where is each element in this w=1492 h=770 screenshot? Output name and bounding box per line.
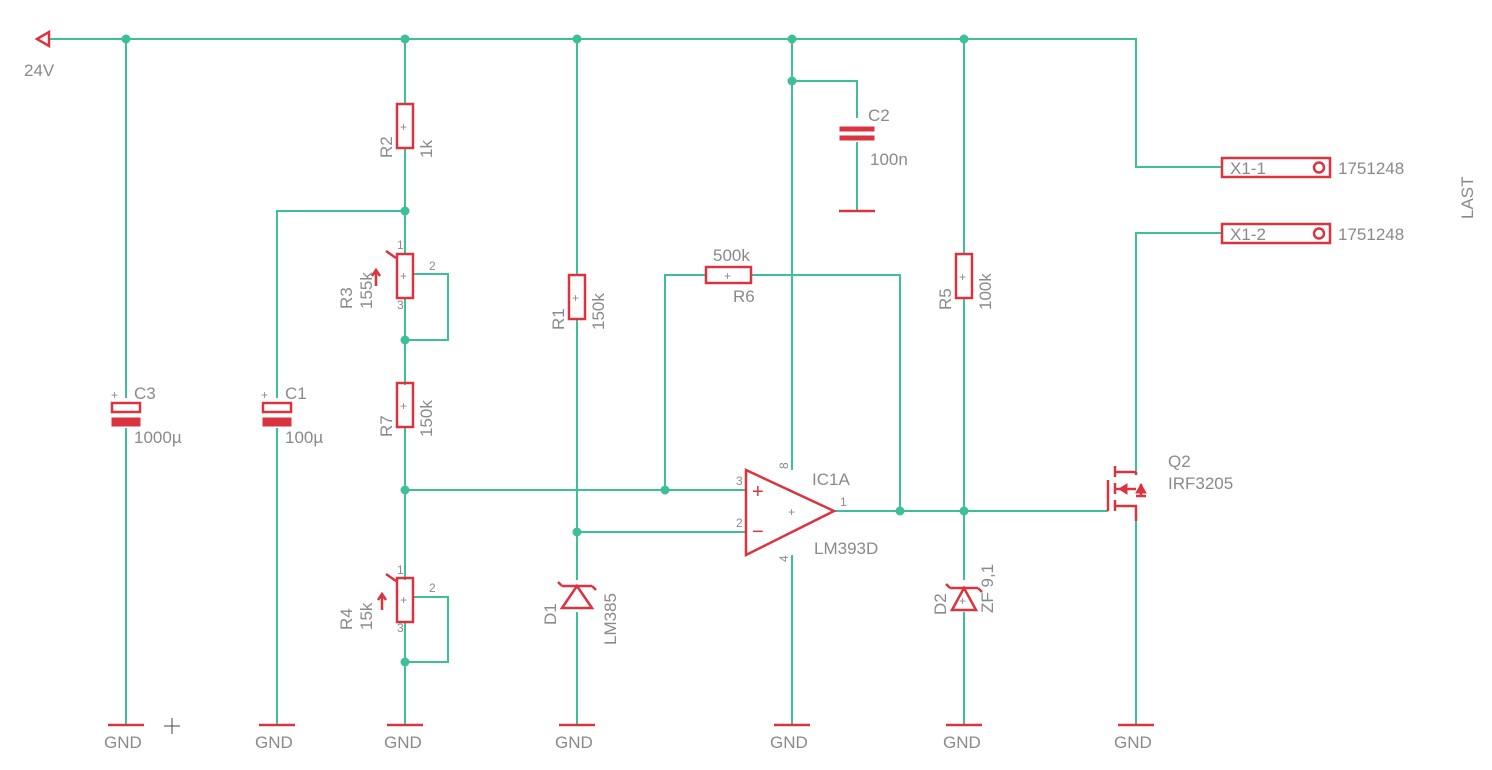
cursor-crosshair-icon [164,718,180,734]
svg-text:+: + [724,269,731,283]
potentiometer-r3[interactable]: + 1 2 3 R3 155k [337,238,436,312]
ic-pin-in-plus: 3 [736,474,743,488]
d2-value: ZF 9,1 [978,564,997,613]
svg-text:+: + [959,594,966,608]
svg-text:+: + [400,593,407,607]
svg-text:+: + [959,270,966,284]
d2-ref: D2 [931,593,950,615]
gnd-symbol-d2: GND [943,723,982,752]
gnd-label: GND [1114,733,1152,752]
svg-text:+: + [400,120,407,134]
zener-diode-d2[interactable]: + D2 ZF 9,1 [931,564,997,615]
r4-ref: R4 [337,608,356,630]
gnd-label: GND [943,733,981,752]
r3-pin-3: 3 [397,298,404,312]
d1-value: LM385 [601,593,620,645]
connector-x1-2[interactable]: X1-2 1751248 [1220,222,1404,245]
comparator-ic1a[interactable]: + − + 3 2 1 8 4 IC1A LM393D [736,462,878,562]
r6-value: 500k [713,246,750,265]
wires [48,38,1222,725]
r3-pin-2: 2 [429,259,436,273]
r5-value: 100k [976,273,995,310]
gnd-symbol-d1: GND [555,723,595,752]
x1-2-ref: X1-2 [1230,225,1266,244]
q2-value: IRF3205 [1168,474,1233,493]
r4-value: 15k [357,602,376,630]
x1-1-ref: X1-1 [1230,159,1266,178]
c1-value: 100µ [285,428,323,447]
gnd-symbol-q2: GND [1114,723,1154,752]
mosfet-q2[interactable]: Q2 IRF3205 [1106,452,1233,521]
supply-label: 24V [24,61,55,80]
c3-ref: C3 [134,384,156,403]
potentiometer-r4[interactable]: + 1 2 3 R4 15k [337,563,436,635]
resistor-r1[interactable]: + R1 150k [549,273,608,330]
resistor-r2[interactable]: + R2 1k [377,102,436,158]
r7-ref: R7 [377,415,396,437]
gnd-symbol-c3: GND [104,723,144,752]
r2-value: 1k [417,140,436,158]
connector-x1-1[interactable]: X1-1 1751248 [1220,156,1404,179]
ic-value: LM393D [814,539,878,558]
ic-minus-sign: − [752,521,764,543]
r3-ref: R3 [337,287,356,309]
r6-ref: R6 [733,287,755,306]
resistor-r5[interactable]: + R5 100k [936,252,995,310]
diode-d1[interactable]: D1 LM385 [541,581,620,645]
ground-symbols: GND GND GND GND GND GND GND [104,209,1154,752]
r1-ref: R1 [549,308,568,330]
capacitor-c2[interactable]: C2 100n [839,106,908,169]
c2-ref: C2 [868,106,890,125]
ic-plus-sign: + [752,481,764,503]
gnd-label: GND [104,733,142,752]
svg-text:+: + [261,388,268,402]
svg-text:+: + [400,399,407,413]
r5-ref: R5 [936,288,955,310]
r4-pin-2: 2 [429,581,436,595]
x1-2-value: 1751248 [1338,225,1404,244]
load-label: LAST [1458,176,1477,219]
ic-pin-gnd: 4 [777,555,791,562]
gnd-label: GND [555,733,593,752]
r7-value: 150k [417,400,436,437]
q2-ref: Q2 [1168,452,1191,471]
svg-text:+: + [111,388,118,402]
ic-pin-in-minus: 2 [736,516,743,530]
ic-ref: IC1A [812,470,850,489]
resistor-r7[interactable]: + R7 150k [377,381,436,437]
r1-value: 150k [589,293,608,330]
ic-pin-vcc: 8 [777,462,791,469]
r3-pin-1: 1 [397,238,404,252]
capacitor-c1[interactable]: + C1 100µ [261,384,323,447]
r3-value: 155k [357,272,376,309]
d1-ref: D1 [541,603,560,625]
gnd-symbol-ic: GND [770,723,810,752]
gnd-label: GND [770,733,808,752]
c1-ref: C1 [285,384,307,403]
c3-value: 1000µ [134,428,182,447]
gnd-label: GND [384,733,422,752]
svg-text:+: + [400,269,407,283]
svg-text:+: + [572,291,579,305]
svg-text:+: + [788,505,795,519]
r4-pin-3: 3 [397,621,404,635]
r2-ref: R2 [377,136,396,158]
c2-value: 100n [870,150,908,169]
gnd-symbol-c1: GND [255,723,295,752]
gnd-label: GND [255,733,293,752]
r4-pin-1: 1 [397,563,404,577]
x1-1-value: 1751248 [1338,159,1404,178]
capacitor-c3[interactable]: + C3 1000µ [110,384,182,447]
gnd-symbol-r4: GND [384,723,423,752]
ic-pin-out: 1 [840,495,847,509]
resistor-r6[interactable]: + 500k R6 [704,246,755,306]
junctions [121,34,969,667]
supply-24v-symbol[interactable]: 24V [24,29,55,80]
